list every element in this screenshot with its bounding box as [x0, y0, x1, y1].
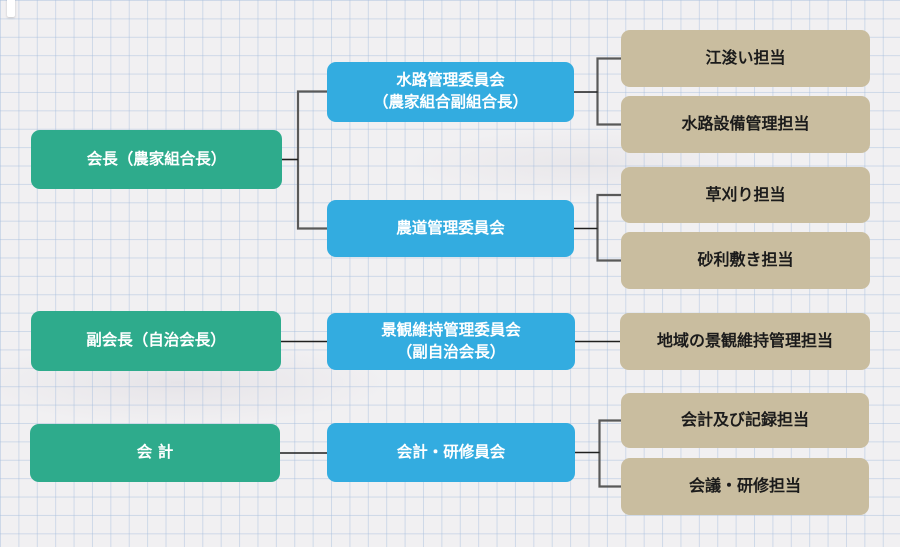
assignment-regional-landscape: 地域の景観維持管理担当 — [620, 313, 870, 370]
committee-farm-road: 農道管理委員会 — [327, 200, 574, 257]
committee-accounting-training: 会計・研修員会 — [327, 423, 575, 482]
assignment-mowing: 草刈り担当 — [621, 167, 870, 223]
committee-landscape: 景観維持管理委員会 （副自治会長） — [327, 313, 575, 370]
committee-waterway: 水路管理委員会 （農家組合副組合長） — [327, 62, 574, 122]
role-vice-chairman: 副会長（自治会長） — [31, 311, 281, 371]
bracket-waterway-assignments — [596, 57, 621, 126]
bracket-accounting-assignments — [598, 419, 621, 488]
assignment-meetings-training: 会議・研修担当 — [621, 458, 869, 515]
corner-marker — [7, 0, 15, 17]
assignment-records: 会計及び記録担当 — [621, 393, 869, 448]
assignment-dredging: 江浚い担当 — [621, 30, 870, 87]
bracket-farm-road-assignments — [596, 193, 621, 262]
assignment-gravel: 砂利敷き担当 — [621, 232, 870, 289]
role-chairman: 会長（農家組合長） — [31, 130, 282, 189]
assignment-waterway-equipment: 水路設備管理担当 — [621, 96, 870, 153]
bracket-chairman-committees — [296, 90, 327, 230]
role-accounting: 会 計 — [30, 424, 280, 482]
